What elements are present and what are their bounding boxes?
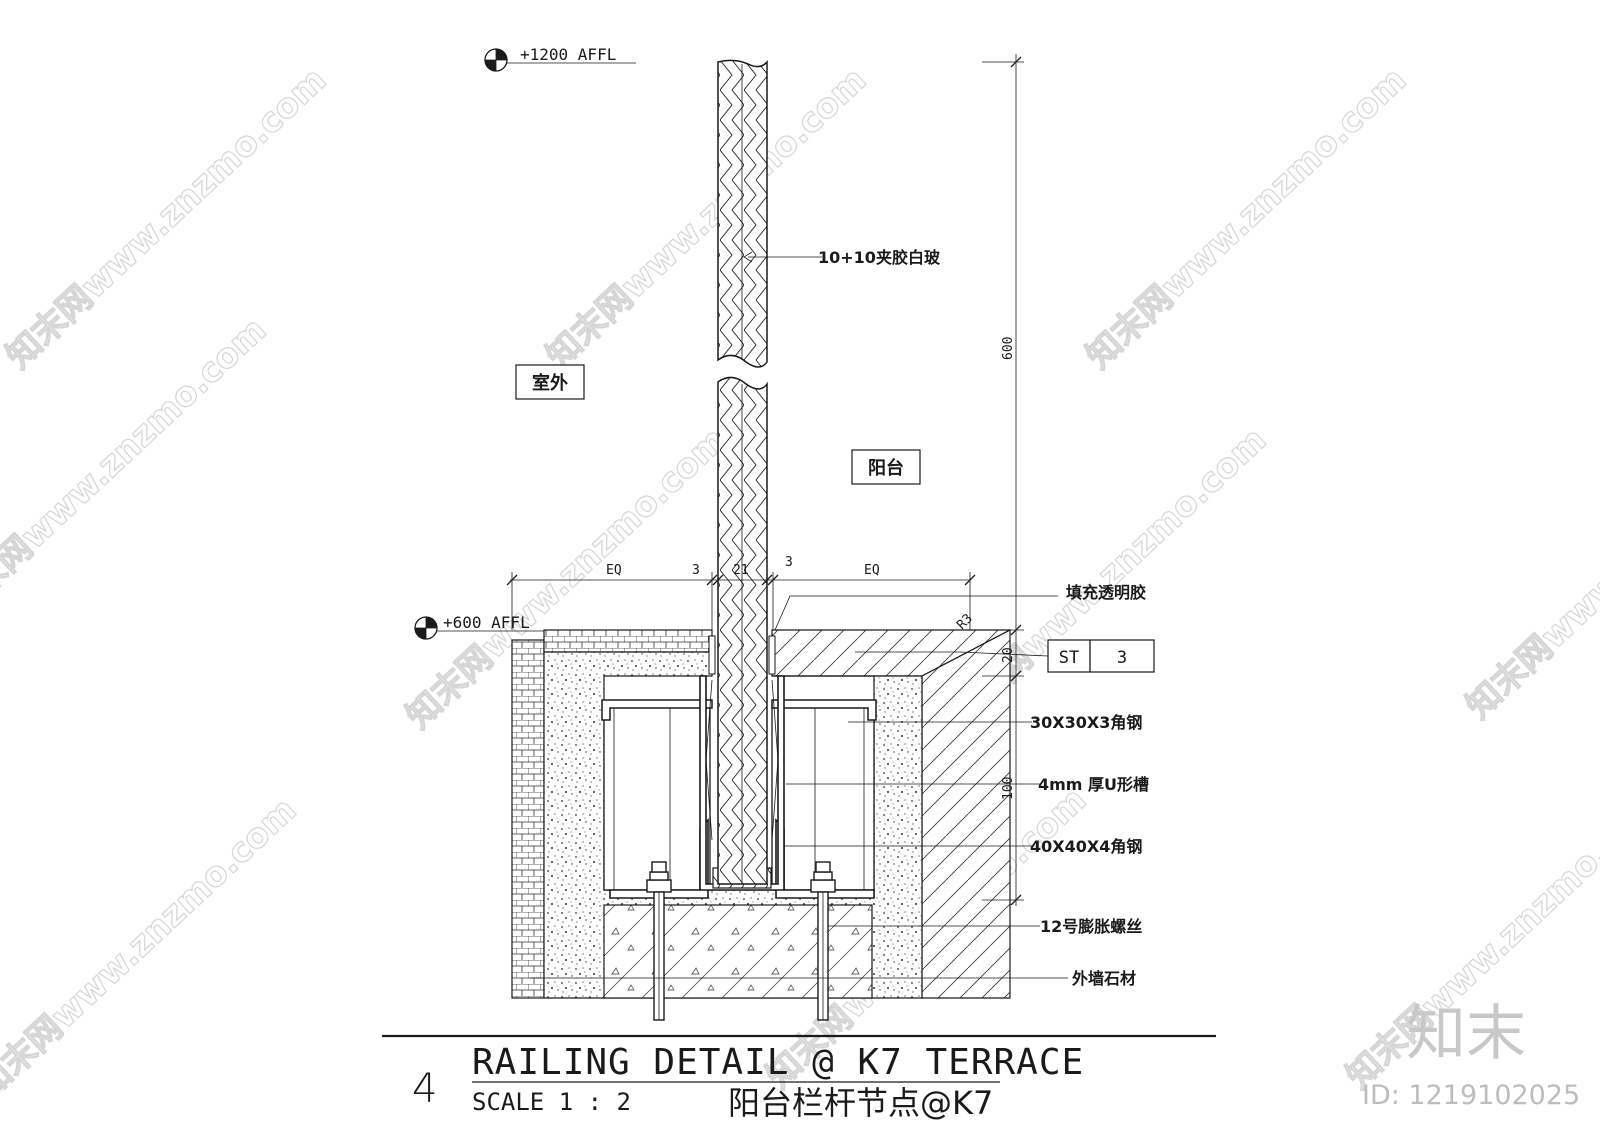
dim-height-100: 100 bbox=[1001, 777, 1016, 800]
brick-wall-left bbox=[511, 639, 545, 999]
anchor-bolt-right bbox=[810, 861, 836, 1021]
callouts: 10+10夹胶白玻 填充透明胶 30X30X3角钢 4mm 厚U形槽 40X40… bbox=[818, 248, 1149, 988]
detail-title: RAILING DETAIL @ K7 TERRACE bbox=[472, 1042, 1084, 1083]
dimension-horizontal: EQ 3 21 3 EQ bbox=[506, 555, 976, 630]
watermark-text: 知末网www.znzmo.com bbox=[0, 790, 304, 1107]
logo-watermark: 知末 ID: 1219102025 bbox=[1362, 999, 1580, 1111]
level-label-top: +1200 AFFL bbox=[520, 45, 616, 64]
dimension-vertical: 600 20 100 R3 bbox=[954, 54, 1024, 906]
dim-height-20: 20 bbox=[1001, 647, 1016, 663]
zone-balcony-label: 阳台 bbox=[868, 457, 904, 479]
sealant-right bbox=[768, 635, 776, 675]
laminated-glass-panel bbox=[717, 59, 768, 885]
material-tag: ST 3 bbox=[1047, 639, 1155, 673]
logo-text: 知末 bbox=[1406, 999, 1526, 1069]
sealant-left bbox=[708, 635, 716, 675]
leader-lines bbox=[530, 251, 1068, 979]
watermark-text: 知末网www.znzmo.com bbox=[539, 60, 874, 377]
brick-coping bbox=[543, 629, 713, 653]
detail-scale: SCALE 1 : 2 bbox=[472, 1088, 631, 1116]
callout-angle-40: 40X40X4角钢 bbox=[1030, 837, 1142, 856]
callout-sealant: 填充透明胶 bbox=[1066, 583, 1146, 602]
watermark-text: 知末网www.znzmo.com bbox=[1079, 60, 1414, 377]
angle-30-left bbox=[601, 699, 713, 721]
u-channel bbox=[699, 675, 785, 891]
dim-eq-right: EQ bbox=[864, 563, 880, 578]
zone-outside-label: 室外 bbox=[532, 372, 568, 394]
dim-gap-right: 3 bbox=[785, 555, 793, 570]
material-tag-code: ST bbox=[1059, 648, 1079, 668]
watermark-text: 知末网www.znzmo.com bbox=[1459, 410, 1600, 727]
zone-balcony: 阳台 bbox=[851, 449, 921, 485]
concrete-slab bbox=[603, 904, 873, 999]
dim-gap-left: 3 bbox=[692, 563, 700, 578]
level-marker-mid: +600 AFFL bbox=[414, 613, 544, 640]
cavity-left bbox=[603, 703, 711, 891]
id-text: ID: 1219102025 bbox=[1362, 1080, 1580, 1111]
callout-angle-30: 30X30X3角钢 bbox=[1030, 713, 1142, 732]
callout-u-channel: 4mm 厚U形槽 bbox=[1038, 775, 1149, 794]
dim-eq-left: EQ bbox=[606, 563, 622, 578]
dim-height-600: 600 bbox=[1001, 337, 1016, 360]
callout-anchor-bolt: 12号膨胀螺丝 bbox=[1040, 917, 1142, 936]
angle-30-right bbox=[771, 699, 877, 721]
level-marker-top: +1200 AFFL bbox=[484, 45, 636, 72]
detail-number: 4 bbox=[412, 1066, 437, 1112]
material-tag-number: 3 bbox=[1117, 648, 1127, 668]
dim-glass-thk: 21 bbox=[733, 563, 749, 578]
detail-title-cn: 阳台栏杆节点@K7 bbox=[728, 1084, 993, 1122]
stone-cladding-right bbox=[921, 629, 1011, 999]
callout-glass: 10+10夹胶白玻 bbox=[818, 248, 941, 267]
cavity-right bbox=[771, 703, 875, 891]
title-block: 4 RAILING DETAIL @ K7 TERRACE SCALE 1 : … bbox=[382, 1034, 1216, 1122]
callout-stone: 外墙石材 bbox=[1071, 969, 1136, 988]
zone-outside: 室外 bbox=[515, 364, 585, 400]
anchor-bolt-left bbox=[646, 861, 672, 1021]
watermark-text: 知末网www.znzmo.com bbox=[0, 60, 334, 377]
level-label-mid: +600 AFFL bbox=[443, 613, 530, 632]
